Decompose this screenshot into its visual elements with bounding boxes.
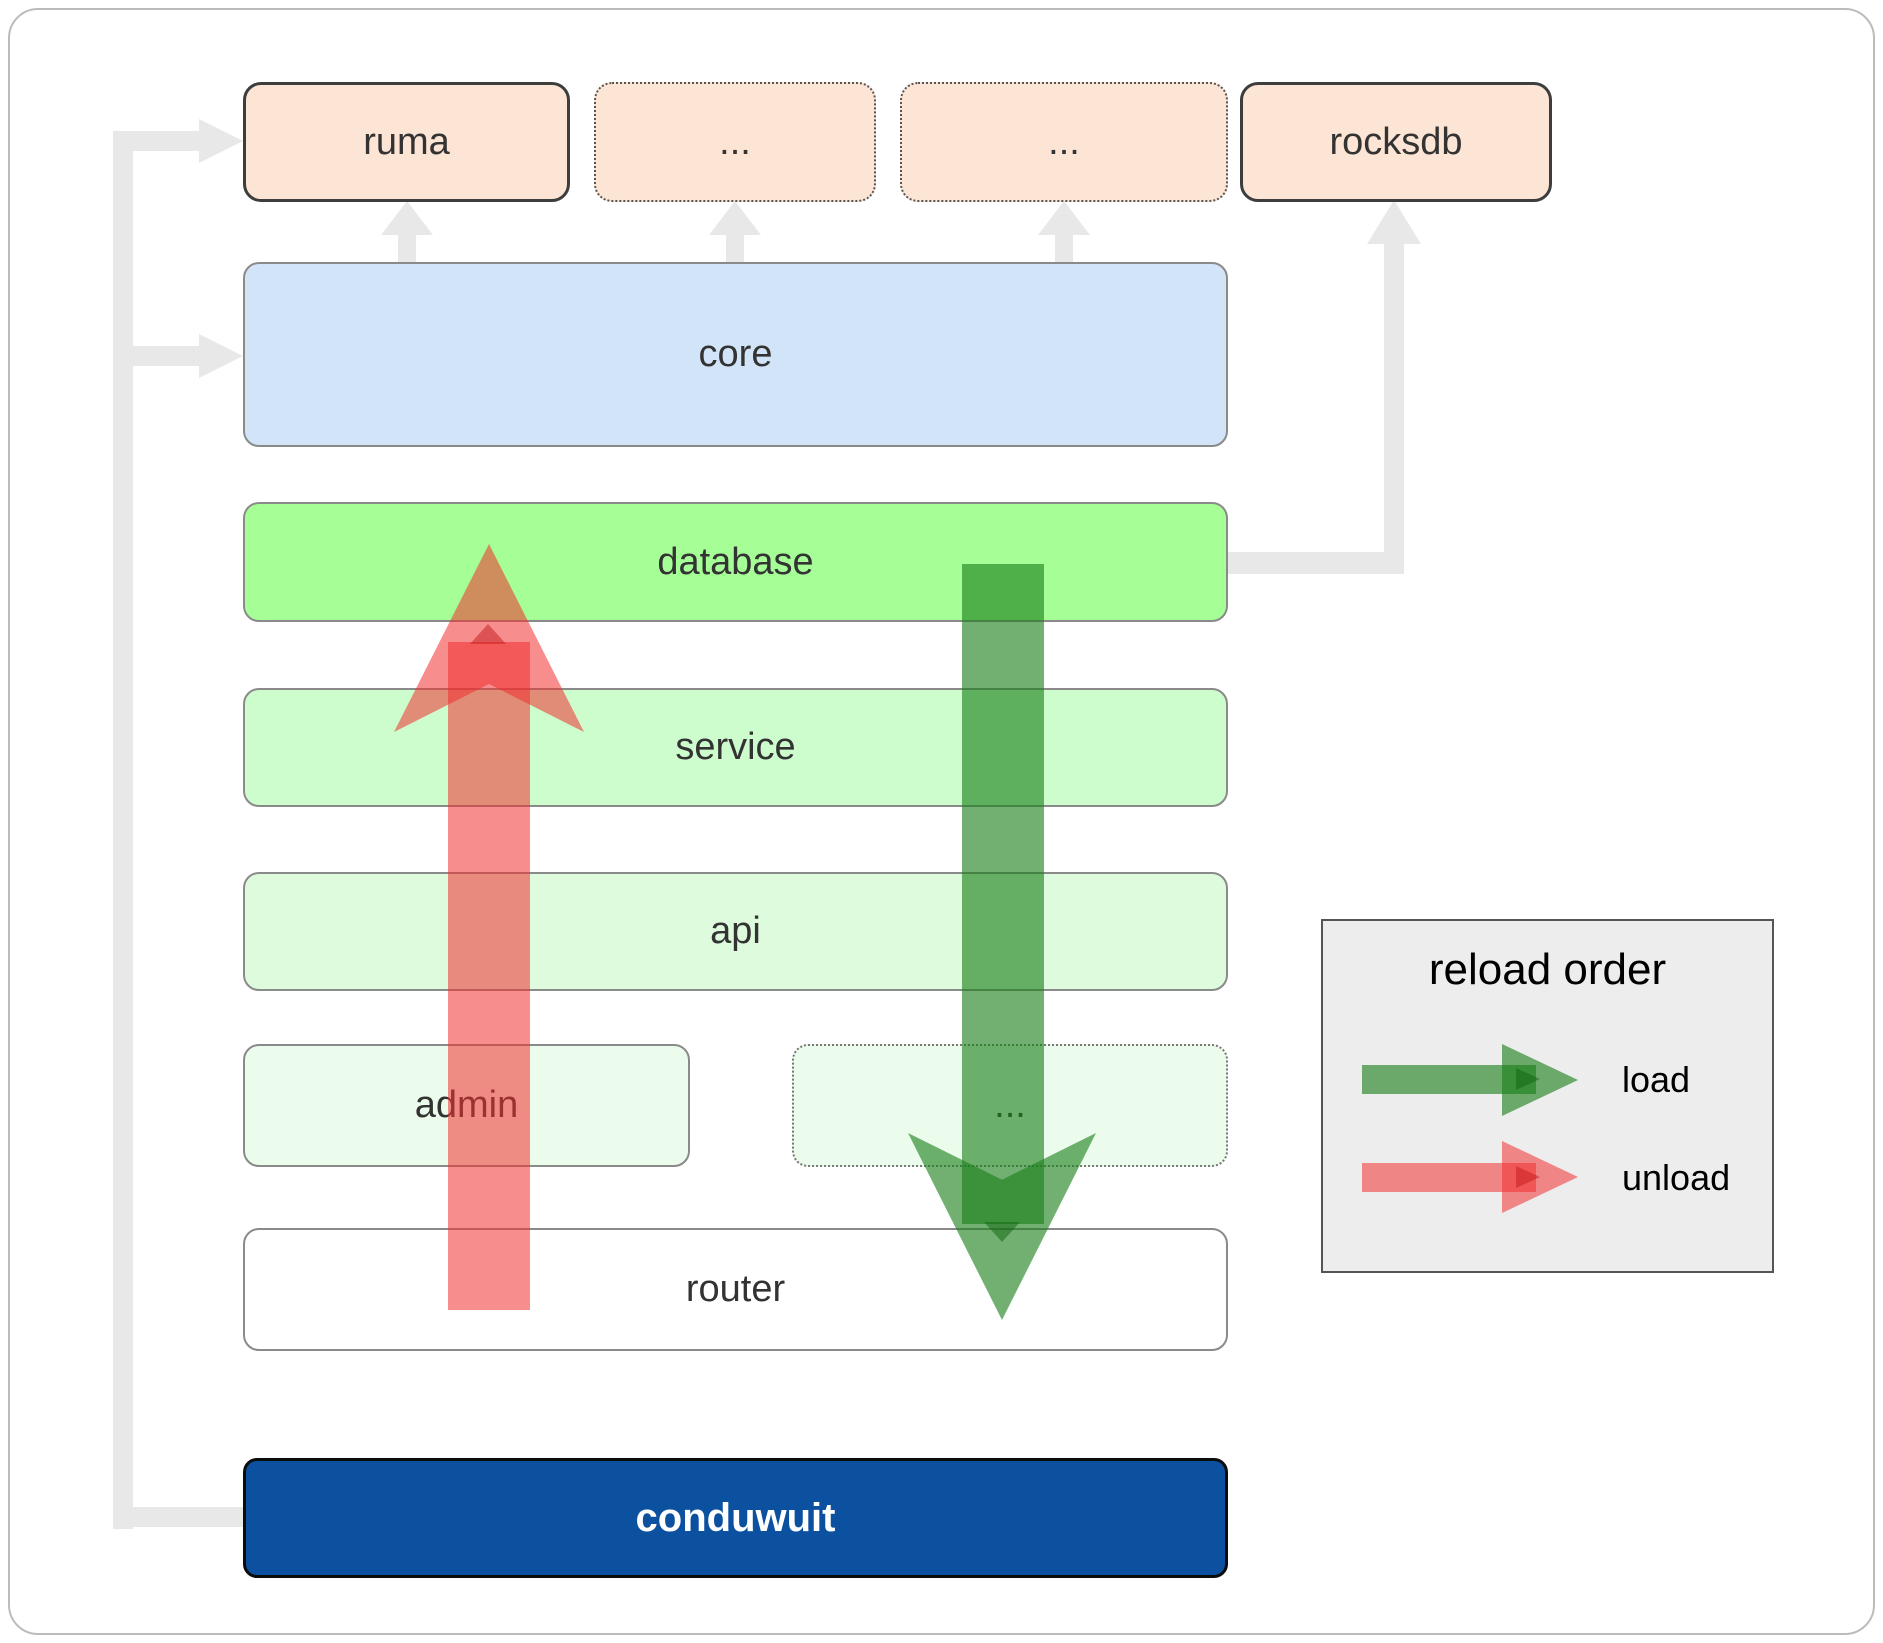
node-router-label: router	[685, 1268, 786, 1310]
node-router: router	[243, 1228, 1228, 1351]
node-rocksdb: rocksdb	[1240, 82, 1552, 202]
edge-conduwuit-ruma	[113, 131, 201, 151]
unload-arrow-shaft	[448, 642, 530, 1310]
node-service-label: service	[675, 726, 796, 768]
legend-load-arrow-head-icon	[1502, 1044, 1578, 1116]
edge-core-dots2	[1055, 234, 1073, 262]
legend-title: reload order	[1428, 945, 1667, 994]
node-api: api	[243, 872, 1228, 991]
node-ruma: ruma	[243, 82, 570, 202]
legend-load-label: load	[1622, 1059, 1691, 1100]
edge-conduwuit-ruma-arrowhead-icon	[199, 119, 243, 163]
edge-conduwuit-elbow	[113, 1507, 243, 1527]
edge-core-dots1-arrowhead-icon	[709, 201, 761, 235]
node-ruma-label: ruma	[363, 120, 450, 163]
node-database-label: database	[657, 540, 814, 583]
edge-database-rocksdb-arrowhead-icon	[1367, 200, 1421, 244]
edge-conduwuit-trunk	[113, 131, 133, 1529]
node-rocksdb-label: rocksdb	[1329, 120, 1463, 163]
node-core: core	[243, 262, 1228, 447]
node-ellipsis-1-label: ...	[719, 120, 751, 163]
edge-database-rocksdb-horizontal	[1228, 552, 1404, 574]
node-ellipsis-2-label: ...	[1048, 120, 1080, 163]
node-database: database	[243, 502, 1228, 622]
edge-core-dots2-arrowhead-icon	[1038, 201, 1090, 235]
node-ellipsis-2: ...	[900, 82, 1228, 202]
node-ellipsis-1: ...	[594, 82, 876, 202]
outer-frame	[8, 8, 1875, 1635]
node-conduwuit: conduwuit	[243, 1458, 1228, 1578]
edge-database-rocksdb-vertical	[1384, 244, 1404, 574]
edge-conduwuit-core-arrowhead-icon	[199, 334, 243, 378]
legend-reload-order: reload order load unload	[1321, 919, 1774, 1273]
node-api-label: api	[710, 910, 761, 952]
legend-unload-label: unload	[1622, 1157, 1731, 1198]
node-conduwuit-label: conduwuit	[635, 1495, 836, 1540]
edge-core-ruma-arrowhead-icon	[381, 201, 433, 235]
edge-core-ruma	[398, 234, 416, 262]
load-arrow-shaft	[962, 564, 1044, 1224]
edge-core-dots1	[726, 234, 744, 262]
legend-unload-arrow-head-icon	[1502, 1141, 1578, 1213]
node-core-label: core	[698, 333, 773, 375]
edge-conduwuit-core	[113, 346, 201, 366]
node-service: service	[243, 688, 1228, 807]
